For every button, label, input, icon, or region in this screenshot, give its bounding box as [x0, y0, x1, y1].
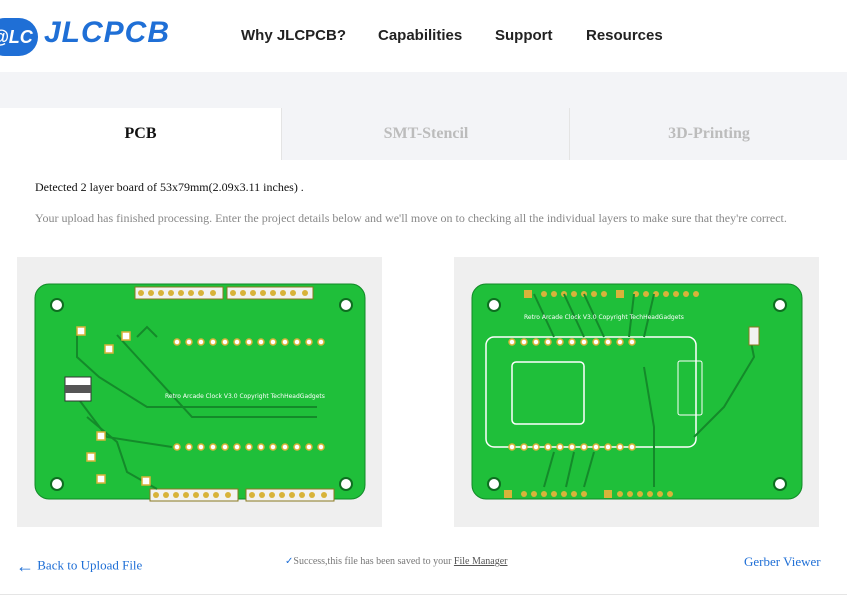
file-manager-link[interactable]: File Manager — [453, 556, 508, 567]
logo-badge[interactable]: @LC — [0, 18, 38, 56]
detected-board-text: Detected 2 layer board of 53x79mm(2.09x3… — [35, 180, 304, 194]
top-layer-preview[interactable]: Retro Arcade Clock V3.0 Copyright TechHe… — [17, 257, 382, 527]
tab-pcb[interactable]: PCB — [0, 108, 281, 160]
bottom-silk-text: Retro Arcade Clock V3.0 Copyright TechHe… — [524, 314, 684, 321]
tab-smt-stencil[interactable]: SMT-Stencil — [281, 108, 570, 160]
bottom-layer-board: Retro Arcade Clock V3.0 Copyright TechHe… — [471, 283, 803, 500]
processing-message: Your upload has finished processing. Ent… — [35, 211, 787, 225]
nav-capabilities[interactable]: Capabilities — [378, 27, 463, 44]
nav-why-jlcpcb[interactable]: Why JLCPCB? — [241, 27, 346, 44]
bottom-layer-preview[interactable]: Retro Arcade Clock V3.0 Copyright TechHe… — [454, 257, 819, 527]
header-band — [0, 72, 847, 108]
success-text: Success,this file has been saved to your — [293, 556, 452, 567]
back-to-upload-link[interactable]: ← Back to Upload File — [16, 556, 142, 577]
logo-text[interactable]: JLCPCB — [44, 16, 171, 49]
nav-support[interactable]: Support — [495, 27, 553, 44]
top-layer-board: Retro Arcade Clock V3.0 Copyright TechHe… — [34, 283, 366, 502]
site-header: @LC JLCPCB Why JLCPCB? Capabilities Supp… — [0, 0, 847, 72]
arrow-left-icon: ← — [16, 556, 34, 576]
check-icon: ✓ — [285, 556, 294, 567]
tab-3d-printing[interactable]: 3D-Printing — [569, 108, 847, 160]
nav-resources[interactable]: Resources — [586, 27, 663, 44]
back-to-upload-label: Back to Upload File — [37, 557, 143, 573]
top-silk-text: Retro Arcade Clock V3.0 Copyright TechHe… — [165, 393, 325, 400]
product-tabs: PCB SMT-Stencil 3D-Printing — [0, 108, 847, 160]
footer-divider — [0, 594, 847, 595]
save-success-message: ✓Success,this file has been saved to you… — [285, 556, 508, 567]
gerber-viewer-link[interactable]: Gerber Viewer — [744, 554, 821, 569]
